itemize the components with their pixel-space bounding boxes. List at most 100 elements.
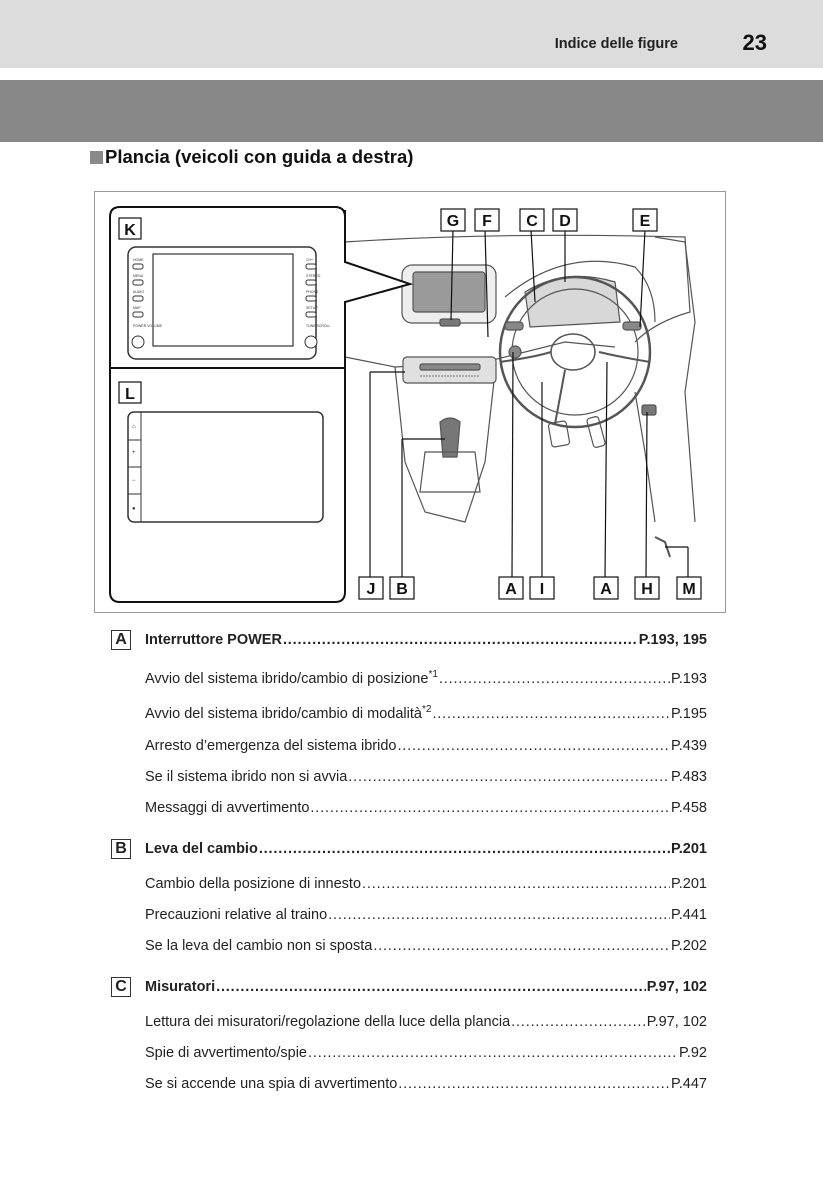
entry-leader-dots: [373, 938, 670, 954]
entry-page-ref[interactable]: P.193, 195: [638, 632, 707, 648]
entry-page-ref[interactable]: P.97, 102: [646, 1014, 707, 1030]
entry-leader-dots: [310, 800, 670, 816]
inset-l-button-glyph: +: [132, 450, 136, 456]
entry-page-ref[interactable]: P.447: [670, 1076, 707, 1092]
figure-callout-label: E: [640, 213, 651, 230]
entry-row[interactable]: Messaggi di avvertimento P.458: [145, 800, 707, 816]
index-entry-sub: Avvio del sistema ibrido/cambio di posiz…: [0, 669, 823, 695]
entry-page-ref[interactable]: P.92: [679, 1045, 707, 1061]
header-band: [0, 80, 823, 142]
page-number: 23: [742, 30, 767, 55]
entry-row[interactable]: Avvio del sistema ibrido/cambio di posiz…: [145, 669, 707, 687]
entry-text: Messaggi di avvertimento: [145, 800, 310, 816]
entry-leader-dots: [398, 1076, 670, 1092]
index-entry-sub: Precauzioni relative al traino P.441: [0, 907, 823, 931]
inset-l-button-glyph: −: [132, 478, 136, 484]
entry-page-ref[interactable]: P.483: [670, 769, 707, 785]
entry-page-ref[interactable]: P.439: [670, 738, 707, 754]
entry-row[interactable]: Se si accende una spia di avvertimento P.…: [145, 1076, 707, 1092]
entry-leader-dots: [283, 632, 638, 648]
figure-callout-label: L: [125, 386, 135, 403]
index-entry-sub: Cambio della posizione di innesto P.201: [0, 876, 823, 900]
entry-text: Misuratori: [145, 979, 216, 995]
entry-page-ref[interactable]: P.97, 102: [646, 979, 707, 995]
inset-panel: [109, 206, 414, 603]
header-title: Indice delle figure: [554, 36, 678, 52]
entry-row[interactable]: Se il sistema ibrido non si avvia P.483: [145, 769, 707, 785]
entry-leader-dots: [308, 1045, 678, 1061]
entry-leader-dots: [259, 841, 670, 857]
section-title-text: Plancia (veicoli con guida a destra): [105, 146, 414, 167]
entry-leader-dots: [397, 738, 670, 754]
figure-callout-label: B: [396, 581, 408, 598]
index-entry-sub: Messaggi di avvertimento P.458: [0, 800, 823, 824]
entry-footnote-mark: *2: [421, 704, 432, 716]
inset-k-left-button-caption: MAP: [133, 306, 141, 310]
inset-k-right-button-caption: TUNE SCROLL: [306, 324, 331, 328]
entry-text: Arresto d’emergenza del sistema ibrido: [145, 738, 397, 754]
entry-row[interactable]: Precauzioni relative al traino P.441: [145, 907, 707, 923]
entry-text: Precauzioni relative al traino: [145, 907, 328, 923]
entry-footnote-mark: *1: [428, 669, 438, 681]
figure-callout-label: A: [505, 581, 517, 598]
figure-callout-label: H: [641, 581, 653, 598]
entry-letter-box: B: [111, 839, 131, 859]
figure-callout-label: A: [600, 581, 612, 598]
entry-text: Spie di avvertimento/spie: [145, 1045, 307, 1061]
entry-page-ref[interactable]: P.202: [670, 938, 707, 954]
entry-text: Se la leva del cambio non si sposta: [145, 938, 373, 954]
entry-page-ref[interactable]: P.193: [670, 671, 707, 687]
entry-row[interactable]: Spie di avvertimento/spie P.92: [145, 1045, 707, 1061]
entry-leader-dots: [328, 907, 670, 923]
entry-text: Se il sistema ibrido non si avvia: [145, 769, 348, 785]
index-entry-sub: Spie di avvertimento/spie P.92: [0, 1045, 823, 1069]
inset-k-left-button-caption: AUDIO: [133, 290, 144, 294]
figure-callout-label: J: [367, 581, 376, 598]
entry-leader-dots: [348, 769, 670, 785]
index-entry-main: B Leva del cambio P.201: [0, 839, 823, 865]
index-entry-sub: Se la leva del cambio non si sposta P.202: [0, 938, 823, 962]
entry-text: Lettura dei misuratori/regolazione della…: [145, 1014, 511, 1030]
figure-callout-label: C: [526, 213, 538, 230]
section-title: Plancia (veicoli con guida a destra): [90, 146, 413, 168]
entry-leader-dots: [432, 706, 670, 722]
entry-leader-dots: [439, 671, 670, 687]
entry-text: Interruttore POWER: [145, 632, 282, 648]
entry-page-ref[interactable]: P.201: [670, 876, 707, 892]
entry-text: Avvio del sistema ibrido/cambio di modal…: [145, 704, 432, 722]
inset-k-right-button-caption: STEREO: [306, 274, 321, 278]
entry-row[interactable]: Lettura dei misuratori/regolazione della…: [145, 1014, 707, 1030]
entry-page-ref[interactable]: P.195: [670, 706, 707, 722]
inset-k-right-button-caption: CH+: [306, 258, 313, 262]
entry-text: Se si accende una spia di avvertimento: [145, 1076, 398, 1092]
entry-leader-dots: [362, 876, 670, 892]
figure-callout-label: M: [682, 581, 695, 598]
entry-row[interactable]: Avvio del sistema ibrido/cambio di modal…: [145, 704, 707, 722]
index-entry-main: CMisuratoriP.97, 102: [0, 977, 823, 1003]
entry-row[interactable]: Cambio della posizione di innesto P.201: [145, 876, 707, 892]
entry-text: Cambio della posizione di innesto: [145, 876, 362, 892]
index-entry-sub: Se il sistema ibrido non si avvia P.483: [0, 769, 823, 793]
figure-callout-label: D: [559, 213, 571, 230]
figure-callout-label: I: [540, 581, 544, 598]
entry-page-ref[interactable]: P.441: [670, 907, 707, 923]
entry-page-ref[interactable]: P.201: [670, 841, 707, 857]
entry-text: Leva del cambio: [145, 841, 258, 857]
index-entry-sub: Avvio del sistema ibrido/cambio di modal…: [0, 704, 823, 730]
entry-row[interactable]: Interruttore POWER P.193, 195: [145, 632, 707, 648]
entry-row[interactable]: Arresto d’emergenza del sistema ibrido P.…: [145, 738, 707, 754]
entry-row[interactable]: Leva del cambio P.201: [145, 841, 707, 857]
figure-callout-label: G: [447, 213, 459, 230]
page-header: Indice delle figure 23: [0, 0, 823, 68]
entry-page-ref[interactable]: P.458: [670, 800, 707, 816]
inset-k-left-button-caption: POWER VOLUME: [133, 324, 163, 328]
index-entry-sub: Arresto d’emergenza del sistema ibrido P.…: [0, 738, 823, 762]
entry-row[interactable]: Misuratori P.97, 102: [145, 979, 707, 995]
inset-k-right-button-caption: SETUP: [306, 306, 318, 310]
entry-leader-dots: [511, 1014, 646, 1030]
inset-k-left-button-caption: HOME: [133, 258, 144, 262]
entry-row[interactable]: Se la leva del cambio non si sposta P.202: [145, 938, 707, 954]
section-square-icon: [90, 150, 103, 164]
